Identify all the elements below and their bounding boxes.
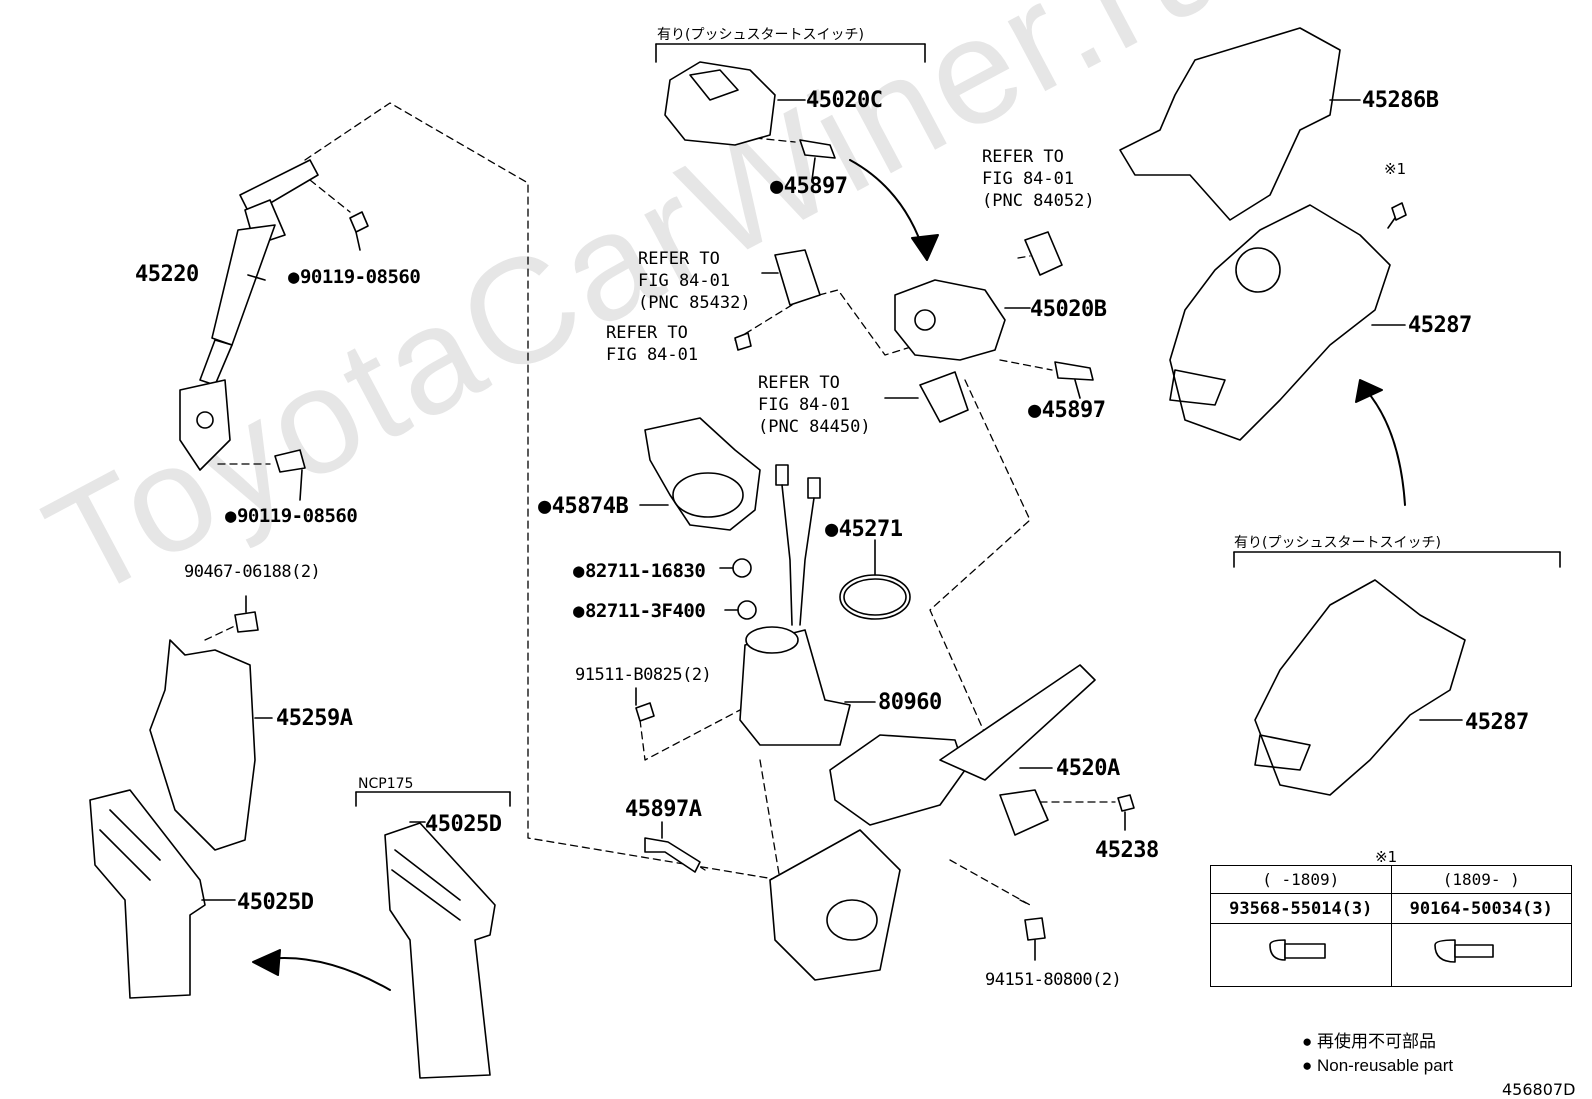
table-note-mark: ※1: [1375, 848, 1398, 866]
label-45238: 45238: [1095, 838, 1159, 863]
caption-ncp175: NCP175: [358, 776, 414, 792]
band-45271: [839, 539, 911, 620]
label-90119-upper: 90119-08560: [288, 266, 421, 288]
arrow-bottom-left: [252, 949, 391, 991]
label-45287-bottom: 45287: [1465, 710, 1529, 735]
label-45271: 45271: [825, 517, 903, 542]
refer-note-8401: REFER TO FIG 84-01: [606, 322, 698, 366]
label-90119-lower: 90119-08560: [225, 505, 358, 527]
label-82711-3F400: 82711-3F400: [573, 600, 706, 622]
lower-column-cover-45287-bottom: [1254, 579, 1466, 796]
legend-jp: 再使用不可部品: [1317, 1032, 1436, 1051]
refer-line: FIG 84-01: [638, 271, 731, 291]
refer-line: FIG 84-01: [982, 169, 1075, 189]
label-45286B: 45286B: [1362, 88, 1439, 113]
caption-push-start-top: 有り(プッシュスタートスイッチ): [657, 27, 864, 43]
lower-column-cover-45287-top: [1169, 204, 1406, 441]
label-45020C: 45020C: [806, 88, 883, 113]
bolt-45897A: [644, 821, 701, 873]
refer-line: REFER TO: [606, 323, 688, 343]
refer-line: (PNC 85432): [638, 293, 751, 313]
arrow-top-center: [849, 159, 939, 261]
label-4520A: 4520A: [1056, 756, 1120, 781]
refer-line: FIG 84-01: [758, 395, 851, 415]
label-91511: 91511-B0825(2): [575, 665, 712, 685]
label-45259A: 45259A: [276, 706, 353, 731]
boot-45025D-left: [89, 789, 236, 999]
nut-45238: [1117, 794, 1135, 831]
refer-line: REFER TO: [758, 373, 840, 393]
bullet-icon: ●: [1302, 1056, 1317, 1075]
figure-code: 456807D: [1502, 1080, 1576, 1099]
bracket-84450: [884, 371, 969, 423]
sensor-85432: [761, 249, 821, 306]
refer-line: FIG 84-01: [606, 345, 699, 365]
label-45025D-right: 45025D: [425, 812, 502, 837]
bolt-90119-upper: [349, 211, 369, 251]
label-45897-mid: 45897: [1028, 398, 1106, 423]
table-col1-icon-cell: [1210, 923, 1392, 987]
bolt-90119-lower: [274, 449, 306, 501]
caption-bracket-ncp: [355, 791, 511, 807]
screw-note1: [1387, 202, 1407, 229]
bolt-45897-mid: [1054, 361, 1094, 399]
boot-45025D-right: [384, 821, 496, 1079]
refer-line: REFER TO: [982, 147, 1064, 167]
motor-80960: [739, 626, 876, 746]
label-80960: 80960: [878, 690, 942, 715]
wire-harness: [775, 464, 821, 626]
label-45025D-left: 45025D: [237, 890, 314, 915]
table-col2-icon-cell: [1390, 923, 1572, 987]
refer-line: (PNC 84052): [982, 191, 1095, 211]
refer-note-84450: REFER TO FIG 84-01 (PNC 84450): [758, 372, 871, 438]
label-45874B: 45874B: [538, 494, 629, 519]
bracket-45874B: [639, 417, 761, 531]
refer-line: REFER TO: [638, 249, 720, 269]
clamp-82711-a: [719, 558, 752, 578]
legend-en: Non-reusable part: [1317, 1056, 1454, 1075]
applicability-table: ( -1809) (1809- ) 93568-55014(3) 90164-5…: [1210, 864, 1572, 987]
label-note1-mark: ※1: [1384, 160, 1407, 178]
table-col2-part: 90164-50034(3): [1390, 893, 1572, 925]
table-col1-part: 93568-55014(3): [1210, 893, 1392, 925]
screw-84-01: [734, 332, 752, 351]
caption-bracket-top: [655, 43, 926, 63]
arrow-right: [1355, 379, 1406, 506]
bullet-icon: ●: [1302, 1032, 1317, 1051]
label-94151: 94151-80800(2): [985, 970, 1122, 990]
legend-line-jp: ● 再使用不可部品: [1302, 1030, 1453, 1054]
bolt-90467: [234, 595, 259, 633]
upper-column-cover-45286B: [1119, 27, 1361, 221]
table-col2-header: (1809- ): [1390, 864, 1572, 895]
refer-note-85432: REFER TO FIG 84-01 (PNC 85432): [638, 248, 751, 314]
switch-housing-45020C: [664, 61, 806, 146]
refer-line: (PNC 84450): [758, 417, 871, 437]
lock-housing-45020B: [894, 279, 1031, 361]
steering-column-4520A: [769, 664, 1096, 981]
label-45020B: 45020B: [1030, 297, 1107, 322]
label-82711-16830: 82711-16830: [573, 560, 706, 582]
table-col1-header: ( -1809): [1210, 864, 1392, 895]
label-45897A: 45897A: [625, 797, 702, 822]
legend: ● 再使用不可部品 ● Non-reusable part: [1302, 1030, 1453, 1078]
refer-note-84052: REFER TO FIG 84-01 (PNC 84052): [982, 146, 1095, 212]
dashed-connectors: [204, 102, 1116, 906]
label-45220: 45220: [135, 262, 199, 287]
legend-line-en: ● Non-reusable part: [1302, 1054, 1453, 1078]
caption-push-start-right: 有り(プッシュスタートスイッチ): [1234, 535, 1441, 551]
clamp-82711-b: [724, 600, 757, 620]
cover-45259A: [149, 639, 273, 851]
switch-84052: [1024, 231, 1063, 276]
caption-bracket-right: [1233, 551, 1561, 568]
label-45287-top: 45287: [1408, 313, 1472, 338]
label-90467: 90467-06188(2): [184, 562, 321, 582]
nut-94151: [1024, 917, 1046, 961]
label-45897-top: 45897: [770, 174, 848, 199]
bolt-91511: [635, 687, 655, 722]
intermediate-shaft-45220: [179, 159, 319, 471]
